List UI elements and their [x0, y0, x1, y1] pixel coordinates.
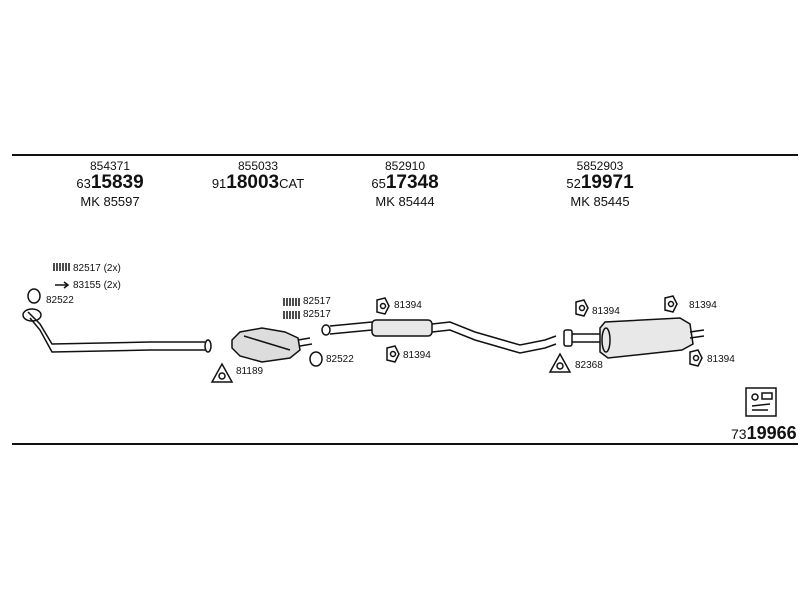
clamp-icon [548, 352, 572, 373]
catalyst-number: 9118003CAT [211, 172, 305, 193]
front-pipe-number: 6315839 [76, 172, 144, 193]
front-pipe-shape [22, 308, 212, 353]
header-front-pipe: 854371 6315839 MK 85597 [40, 159, 180, 210]
label-81394-mid-top: 81394 [394, 300, 422, 311]
label-81394-mid-bottom: 81394 [403, 350, 431, 361]
rear-silencer-shape [563, 317, 705, 359]
front-pipe-kit: MK 85597 [80, 194, 140, 209]
label-81394-rear-front: 81394 [592, 306, 620, 317]
bottom-divider [12, 443, 798, 445]
top-divider [12, 154, 798, 156]
gasket-ring-icon [27, 288, 41, 304]
label-81394-rear-top: 81394 [689, 300, 717, 311]
exhaust-set-number: 7319966 [731, 423, 797, 443]
hanger-rubber-icon [386, 345, 400, 363]
gasket-ring-icon [309, 351, 323, 367]
catalytic-converter-shape [231, 327, 313, 363]
header-catalyst: 855033 9118003CAT [188, 159, 328, 194]
catalyst-ref: 855033 [237, 159, 279, 173]
exhaust-set-icon [745, 387, 777, 417]
hanger-rubber-icon [664, 295, 678, 313]
label-82517-cat-2: 82517 [303, 309, 331, 320]
triangle-gasket-icon [210, 362, 234, 383]
hanger-rubber-icon [689, 349, 703, 367]
label-82522-front: 82522 [46, 295, 74, 306]
label-82517-cat-1: 82517 [303, 296, 331, 307]
label-82368: 82368 [575, 360, 603, 371]
header-middle-silencer: 852910 6517348 MK 85444 [335, 159, 475, 210]
header-rear-silencer: 5852903 5219971 MK 85445 [530, 159, 670, 210]
middle-silencer-ref: 852910 [384, 159, 426, 173]
hanger-rubber-icon [376, 297, 390, 315]
front-pipe-ref: 854371 [89, 159, 131, 173]
label-82517-2x: 82517 (2x) [73, 263, 121, 274]
label-81189: 81189 [236, 366, 264, 377]
spring-icon [55, 281, 70, 289]
bolt-icon [283, 298, 300, 319]
bolt-icon [53, 263, 70, 271]
label-81394-rear-bottom: 81394 [707, 354, 735, 365]
hanger-rubber-icon [575, 299, 589, 317]
rear-silencer-number: 5219971 [566, 172, 634, 193]
rear-silencer-kit: MK 85445 [570, 194, 630, 209]
rear-silencer-ref: 5852903 [576, 159, 624, 173]
middle-silencer-number: 6517348 [371, 172, 439, 193]
label-82522-cat: 82522 [326, 354, 354, 365]
label-83155-2x: 83155 (2x) [73, 280, 121, 291]
middle-silencer-shape [321, 319, 557, 354]
middle-silencer-kit: MK 85444 [375, 194, 435, 209]
